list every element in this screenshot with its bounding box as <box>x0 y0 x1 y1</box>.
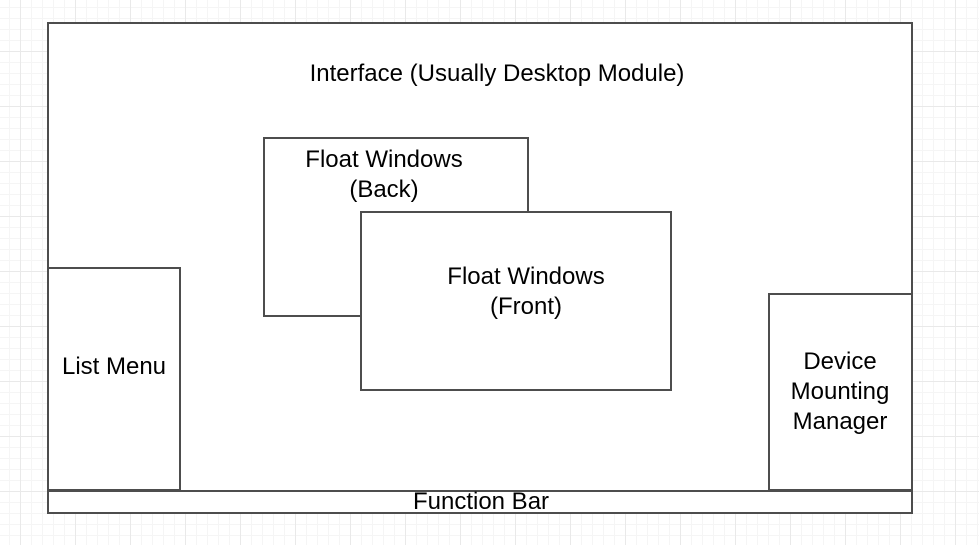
float-windows-front-label: Float Windows (Front) <box>447 263 605 320</box>
float-windows-front-box[interactable] <box>360 211 672 391</box>
float-windows-back-label: Float Windows (Back) <box>305 146 463 203</box>
function-bar-box[interactable] <box>47 490 913 514</box>
list-menu-label: List Menu <box>61 353 167 380</box>
interface-module-label: Interface (Usually Desktop Module) <box>309 60 685 87</box>
device-mounting-manager-label: Device Mounting Manager <box>790 348 890 435</box>
list-menu-box[interactable] <box>47 267 181 491</box>
device-mounting-manager-box[interactable] <box>768 293 913 491</box>
function-bar-label: Function Bar <box>412 488 550 515</box>
